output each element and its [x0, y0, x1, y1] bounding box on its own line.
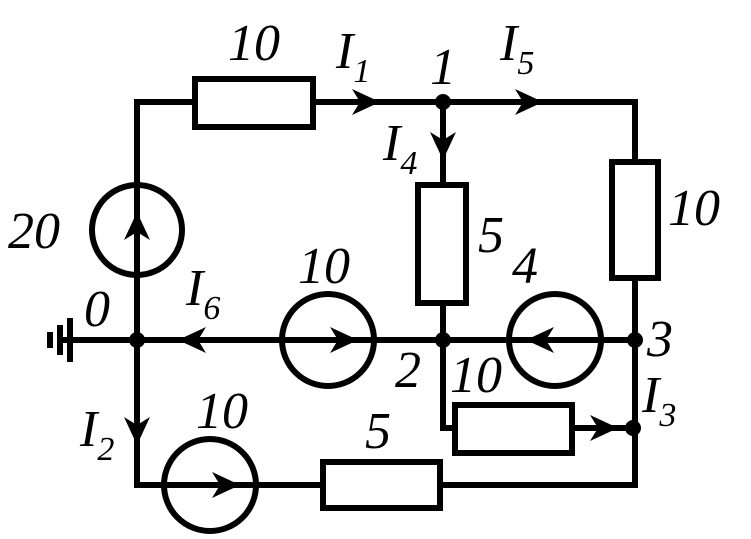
resistor-right — [609, 159, 661, 281]
label-current-I6: I6 — [185, 260, 220, 327]
label-current-I2: I2 — [79, 401, 114, 468]
current-arrow-I3 — [590, 415, 618, 441]
node-dot-1 — [435, 94, 451, 110]
current-arrow-I5 — [515, 89, 543, 115]
label-source-left: 20 — [8, 203, 60, 260]
current-I5-sub: 5 — [517, 45, 534, 82]
resistor-branch23 — [452, 402, 575, 456]
label-source-bottom: 10 — [196, 383, 248, 440]
source-bottom — [161, 436, 259, 534]
label-node-0: 0 — [84, 281, 110, 338]
arrow-right-icon — [212, 472, 240, 498]
current-I2-sub: 2 — [97, 431, 114, 468]
node-dot-right-branch — [625, 420, 641, 436]
label-node-2: 2 — [395, 342, 421, 399]
current-arrow-I2 — [124, 417, 150, 445]
current-arrow-I6 — [178, 327, 206, 353]
arrow-up-icon — [124, 212, 150, 240]
node-dot-3 — [627, 332, 643, 348]
arrow-right-icon — [330, 327, 358, 353]
source-left — [89, 182, 185, 278]
current-I4-sub: 4 — [400, 145, 417, 182]
current-I6-main: I — [185, 260, 206, 317]
label-resistor-middle: 5 — [478, 207, 504, 264]
current-I4-main: I — [382, 115, 403, 172]
current-arrow-I4 — [430, 132, 456, 160]
current-I3-sub: 3 — [658, 397, 676, 434]
source-right — [506, 291, 604, 389]
label-resistor-top: 10 — [228, 15, 280, 72]
ground-icon — [47, 318, 73, 362]
label-node-1: 1 — [430, 39, 456, 96]
source-middle — [279, 291, 377, 389]
label-source-middle: 10 — [298, 238, 350, 295]
current-arrow-I1 — [352, 89, 380, 115]
label-resistor-branch23: 10 — [450, 347, 502, 404]
label-node-3: 3 — [646, 311, 673, 368]
label-current-I5: I5 — [499, 15, 534, 82]
label-current-I3: I3 — [641, 367, 676, 434]
label-source-right: 4 — [512, 238, 538, 295]
current-I1-sub: 1 — [353, 53, 370, 90]
resistor-middle — [415, 182, 469, 306]
label-resistor-bottom: 5 — [365, 403, 391, 460]
resistor-top — [192, 76, 316, 130]
label-resistor-right: 10 — [668, 180, 720, 237]
node-dot-0 — [129, 332, 145, 348]
current-I1-main: I — [335, 23, 356, 80]
current-I5-main: I — [499, 15, 520, 72]
label-current-I1: I1 — [335, 23, 370, 90]
label-current-I4: I4 — [382, 115, 417, 182]
node-dot-2 — [435, 332, 451, 348]
current-I2-main: I — [79, 401, 100, 458]
current-I6-sub: 6 — [203, 290, 220, 327]
arrow-left-icon — [526, 327, 554, 353]
current-I3-main: I — [641, 367, 662, 424]
resistor-bottom — [320, 459, 443, 511]
